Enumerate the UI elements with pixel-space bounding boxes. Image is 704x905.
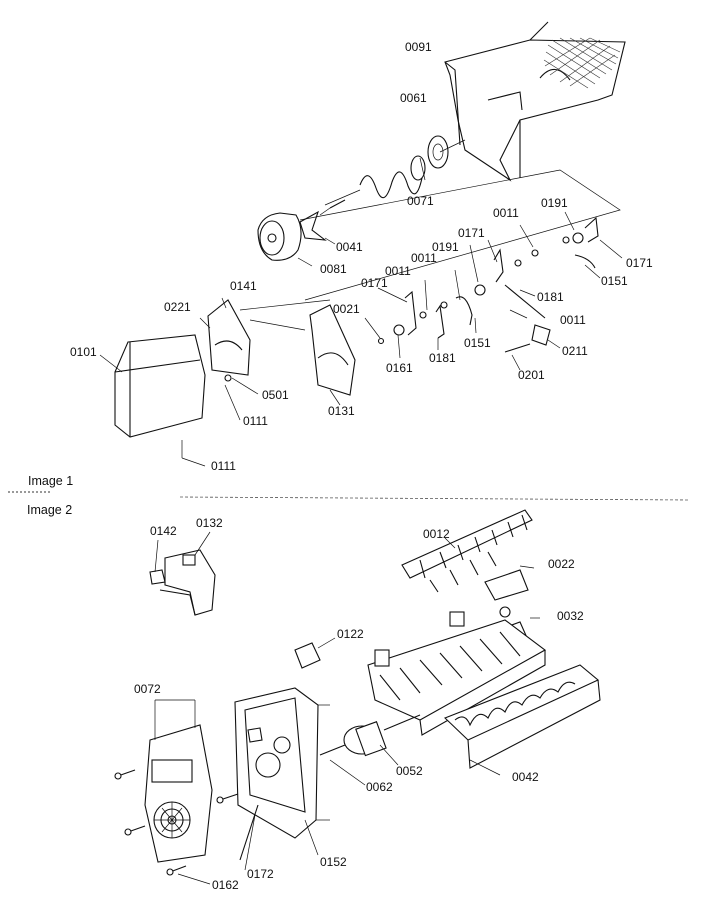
part-0141-bracket	[207, 299, 251, 382]
part-0081-fan	[257, 199, 346, 261]
part-label: 0091	[405, 40, 432, 54]
part-label: 0111	[243, 414, 268, 428]
part-label: 0111	[211, 459, 236, 473]
part-label: 0181	[537, 290, 564, 304]
leader-lines-image2	[154, 531, 540, 885]
part-label: 0062	[366, 780, 393, 794]
part-label: 0101	[70, 345, 97, 359]
assembly-outline-left	[239, 299, 331, 331]
part-shaft-components	[377, 216, 599, 353]
part-label: 0162	[212, 878, 239, 892]
part-label: 0151	[601, 274, 628, 288]
part-0132-bracket	[149, 549, 216, 616]
part-label: 0151	[464, 336, 491, 350]
part-label: 0171	[626, 256, 653, 270]
part-0131-panel	[309, 304, 356, 396]
part-0091-housing	[444, 21, 626, 182]
assembly-outline-upper	[299, 169, 621, 301]
part-label: 0061	[400, 91, 427, 105]
part-0152-housing	[234, 687, 330, 839]
part-label: 0072	[134, 682, 161, 696]
part-label: 0152	[320, 855, 347, 869]
part-label: 0032	[557, 609, 584, 623]
part-label: 0081	[320, 262, 347, 276]
section-title-image1: Image 1	[28, 474, 74, 488]
part-label: 0071	[407, 194, 434, 208]
part-label: 0052	[396, 764, 423, 778]
leader-lines-image1	[99, 157, 623, 467]
part-0042-heater	[443, 664, 601, 769]
part-label: 0132	[196, 516, 223, 530]
part-label: 0021	[333, 302, 360, 316]
part-label: 0171	[458, 226, 485, 240]
part-label: 0141	[230, 279, 257, 293]
part-label: 0221	[164, 300, 191, 314]
part-label: 0012	[423, 527, 450, 541]
part-0052-motor	[319, 714, 421, 757]
part-label: 0161	[386, 361, 413, 375]
part-label: 0171	[361, 276, 388, 290]
part-0012-ejector	[401, 509, 533, 593]
part-ice-mold	[367, 611, 547, 736]
part-label: 0122	[337, 627, 364, 641]
part-label: 0042	[512, 770, 539, 784]
part-label: 0022	[548, 557, 575, 571]
screws	[114, 769, 259, 876]
part-label: 0011	[493, 206, 519, 220]
section-divider	[179, 496, 691, 501]
part-label: 0142	[150, 524, 177, 538]
part-label: 0011	[385, 264, 411, 278]
part-0072-module	[144, 699, 213, 863]
part-label: 0131	[328, 404, 355, 418]
part-label: 0181	[429, 351, 456, 365]
part-label: 0501	[262, 388, 289, 402]
part-0122	[294, 642, 321, 669]
part-label: 0211	[562, 344, 588, 358]
part-label: 0191	[541, 196, 568, 210]
part-label: 0191	[432, 240, 459, 254]
part-label: 0011	[560, 313, 586, 327]
part-label: 0011	[411, 251, 437, 265]
part-0101-faceplate	[114, 334, 206, 458]
part-label: 0041	[336, 240, 363, 254]
part-label: 0172	[247, 867, 274, 881]
part-label: 0201	[518, 368, 545, 382]
section-title-image2: Image 2	[27, 503, 73, 517]
part-0071-spring	[324, 135, 466, 206]
